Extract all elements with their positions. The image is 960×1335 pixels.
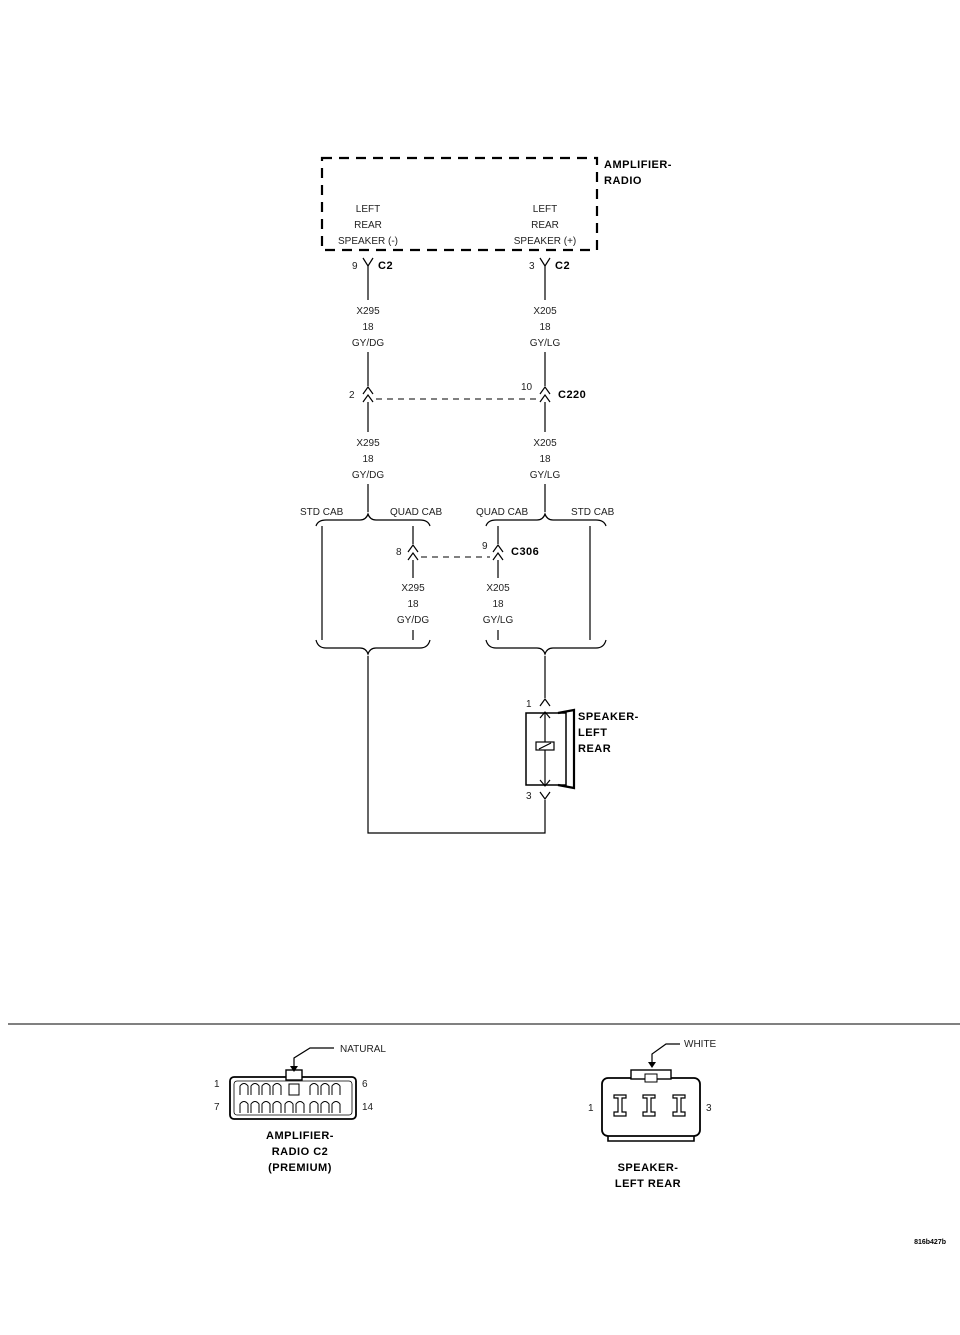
amp-c2-pin-6: 6	[362, 1079, 368, 1090]
left-quad-cab-label: QUAD CAB	[390, 507, 443, 518]
c2-right-name: C2	[555, 260, 570, 272]
right-low-wire-gauge: 18	[492, 599, 504, 610]
c2-connector: 9 C2 3 C2	[352, 257, 570, 272]
figure-id: 816b427b	[914, 1239, 946, 1246]
right-pin-label-3: SPEAKER (+)	[514, 236, 577, 247]
c2-left-name: C2	[378, 260, 393, 272]
speaker-conn-caption-1: SPEAKER-	[618, 1162, 679, 1174]
left-low-wire-gauge: 18	[407, 599, 419, 610]
left-upper-wire-color: GY/DG	[352, 338, 384, 349]
right-quad-cab-label: QUAD CAB	[476, 507, 529, 518]
left-mid-wire-id: X295	[356, 438, 380, 449]
c220-connector: 2 10 C220	[349, 382, 586, 403]
c306-left-pin: 8	[396, 547, 402, 558]
left-pin-label-1: LEFT	[356, 204, 380, 215]
left-mid-wire-color: GY/DG	[352, 470, 384, 481]
speaker-conn-callout: WHITE	[684, 1039, 717, 1050]
right-branch-bracket-top	[485, 512, 607, 527]
left-low-wire-color: GY/DG	[397, 615, 429, 626]
amplifier-title-line1: AMPLIFIER-	[604, 159, 672, 171]
speaker-pin-top: 1	[526, 699, 532, 710]
c306-right-pin: 9	[482, 541, 488, 552]
left-upper-wire-gauge: 18	[362, 322, 374, 333]
right-branch-bracket-bottom	[485, 639, 607, 656]
c220-left-pin: 2	[349, 390, 355, 401]
amp-c2-callout: NATURAL	[340, 1044, 386, 1055]
right-mid-wire-color: GY/LG	[530, 470, 561, 481]
right-upper-wire-gauge: 18	[539, 322, 551, 333]
c220-name: C220	[558, 389, 586, 401]
right-upper-wire-color: GY/LG	[530, 338, 561, 349]
right-mid-wire-id: X205	[533, 438, 557, 449]
right-std-cab-label: STD CAB	[571, 507, 615, 518]
speaker-conn-caption-2: LEFT REAR	[615, 1178, 681, 1190]
amp-c2-caption-3: (PREMIUM)	[268, 1162, 332, 1174]
left-branch-bracket-bottom	[315, 639, 431, 656]
left-pin-label-2: REAR	[354, 220, 382, 231]
right-pin-label-2: REAR	[531, 220, 559, 231]
left-return-wire	[367, 656, 546, 834]
left-low-wire-id: X295	[401, 583, 425, 594]
speaker-title-line3: REAR	[578, 743, 611, 755]
speaker-title-line2: LEFT	[578, 727, 608, 739]
speaker-title-line1: SPEAKER-	[578, 711, 639, 723]
right-pin-label-1: LEFT	[533, 204, 557, 215]
left-mid-wire-gauge: 18	[362, 454, 374, 465]
speaker-pin-bottom: 3	[526, 791, 532, 802]
amp-c2-pin-7: 7	[214, 1102, 220, 1113]
speaker-connector-view	[601, 1043, 701, 1142]
amp-c2-connector-view	[229, 1047, 357, 1120]
right-upper-wire-id: X205	[533, 306, 557, 317]
speaker-left-rear-symbol	[525, 697, 576, 801]
amp-c2-pin-14: 14	[362, 1102, 374, 1113]
amp-c2-caption-2: RADIO C2	[272, 1146, 329, 1158]
amplifier-radio-box	[320, 156, 599, 252]
left-branch-bracket-top	[315, 512, 431, 527]
right-low-wire-color: GY/LG	[483, 615, 514, 626]
amplifier-title-line2: RADIO	[604, 175, 642, 187]
c2-right-pin: 3	[529, 261, 535, 272]
amp-c2-caption-1: AMPLIFIER-	[266, 1130, 334, 1142]
right-mid-wire-gauge: 18	[539, 454, 551, 465]
speaker-conn-pin-1: 1	[588, 1103, 594, 1114]
left-pin-label-3: SPEAKER (-)	[338, 236, 398, 247]
speaker-conn-pin-3: 3	[706, 1103, 712, 1114]
right-low-wire-id: X205	[486, 583, 510, 594]
left-upper-wire-id: X295	[356, 306, 380, 317]
c2-left-pin: 9	[352, 261, 358, 272]
c220-right-pin: 10	[521, 382, 533, 393]
c306-connector: 8 9 C306	[396, 541, 539, 561]
amp-c2-pin-1: 1	[214, 1079, 220, 1090]
left-std-cab-label: STD CAB	[300, 507, 344, 518]
c306-name: C306	[511, 546, 539, 558]
